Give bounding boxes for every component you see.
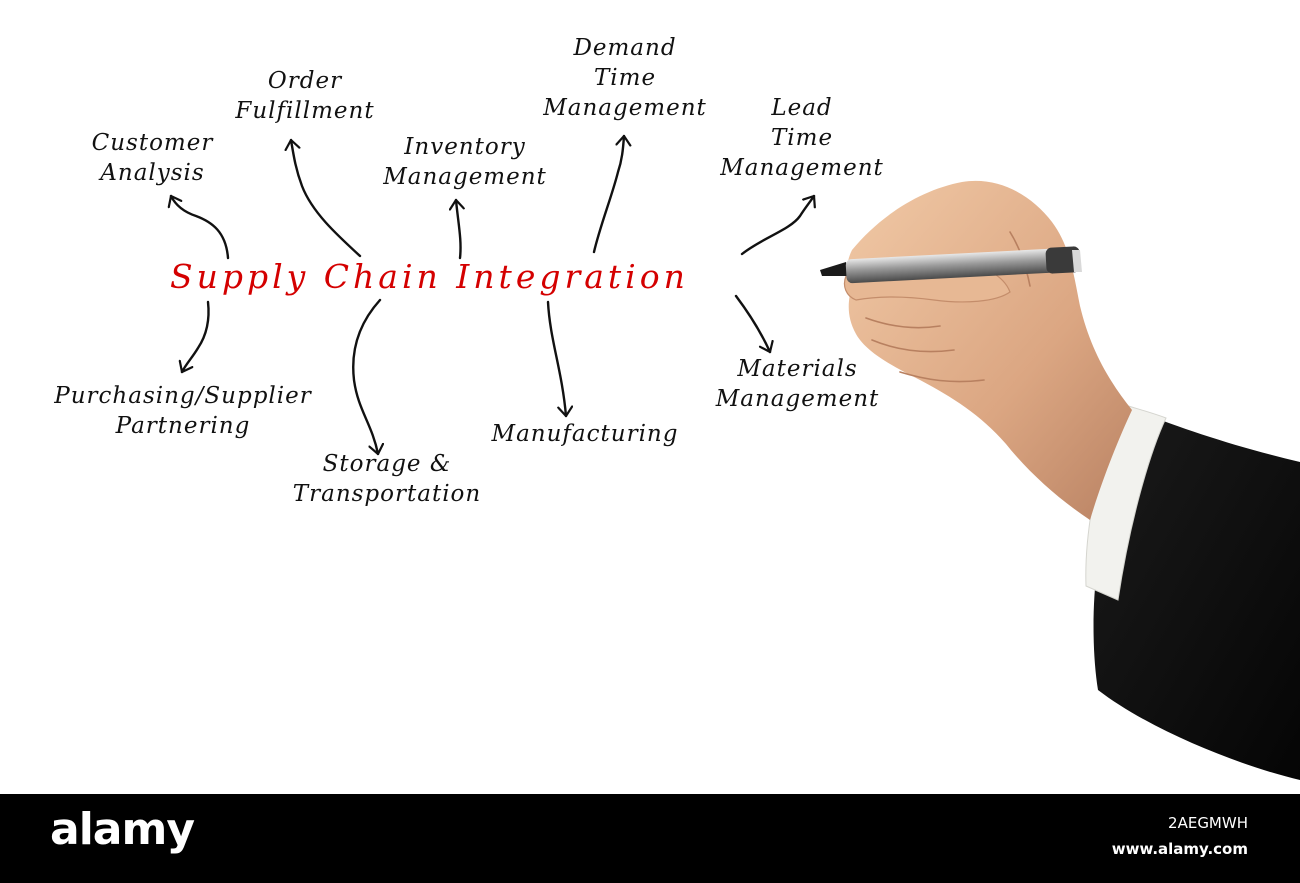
node-demand-time-management: Demand Time Management <box>515 33 735 123</box>
node-storage-transportation: Storage & Transportation <box>262 449 512 509</box>
node-line: Management <box>543 95 707 121</box>
node-line: Transportation <box>292 481 482 507</box>
node-line: Time <box>593 65 657 91</box>
node-line: Management <box>720 155 884 181</box>
arrow-to-inventory <box>456 198 461 260</box>
image-id: 2AEGMWH <box>1168 814 1248 832</box>
node-order-fulfillment: Order Fulfillment <box>210 66 400 126</box>
pen <box>820 246 1082 284</box>
node-customer-analysis: Customer Analysis <box>70 128 235 188</box>
center-title: Supply Chain Integration <box>170 257 689 296</box>
node-purchasing-supplier-partnering: Purchasing/Supplier Partnering <box>18 381 348 441</box>
node-lead-time-management: Lead Time Management <box>692 93 912 183</box>
hand <box>847 180 1132 520</box>
node-line: Management <box>715 386 880 412</box>
node-line: Lead <box>771 95 833 121</box>
node-line: Manufacturing <box>491 421 679 447</box>
arrow-to-lead <box>740 194 814 256</box>
node-line: Storage & <box>322 451 452 477</box>
arrow-to-customer <box>171 194 230 260</box>
node-line: Time <box>770 125 834 151</box>
arrow-to-demand <box>592 134 624 254</box>
node-line: Fulfillment <box>235 98 375 124</box>
suit-sleeve <box>1093 412 1300 780</box>
node-line: Customer <box>91 130 214 156</box>
arrow-to-purchasing <box>182 300 210 374</box>
node-inventory-management: Inventory Management <box>355 132 575 192</box>
node-manufacturing: Manufacturing <box>460 419 710 449</box>
node-materials-management: Materials Management <box>690 354 905 414</box>
node-line: Management <box>383 164 547 190</box>
site-url: www.alamy.com <box>1111 840 1248 858</box>
node-line: Inventory <box>404 134 526 160</box>
alamy-logo: alamy <box>50 804 195 855</box>
node-line: Purchasing/Supplier <box>54 383 312 409</box>
arrow-to-materials <box>734 294 770 354</box>
arrow-to-manufacturing <box>546 300 566 418</box>
arrow-to-order <box>291 138 362 258</box>
node-line: Materials <box>737 356 858 382</box>
node-line: Partnering <box>115 413 251 439</box>
node-line: Demand <box>573 35 677 61</box>
node-line: Analysis <box>100 160 205 186</box>
node-line: Order <box>267 68 343 94</box>
watermark-bar: alamy 2AEGMWH www.alamy.com <box>0 794 1300 883</box>
arrow-to-storage <box>352 298 380 456</box>
